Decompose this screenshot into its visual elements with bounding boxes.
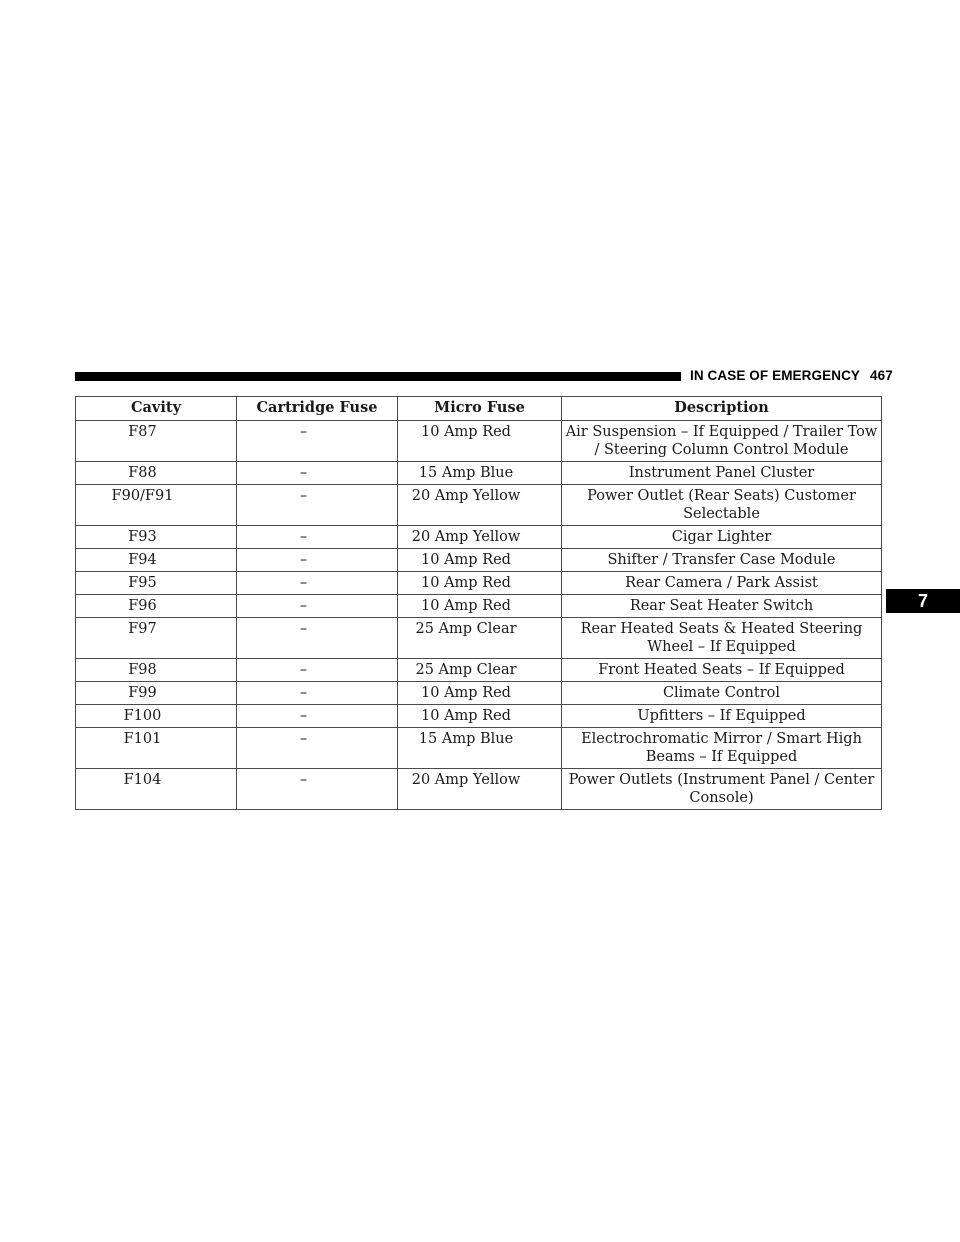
description-cell: Rear Heated Seats & Heated Steering Whee…: [561, 617, 882, 659]
cavity-cell: F98: [75, 658, 237, 682]
micro-fuse-cell: 25 Amp Clear: [397, 658, 562, 682]
cartridge-fuse-cell: –: [236, 617, 398, 659]
description-cell: Climate Control: [561, 681, 882, 705]
micro-fuse-cell: 20 Amp Yellow: [397, 525, 562, 549]
description-cell: Power Outlets (Instrument Panel / Center…: [561, 768, 882, 810]
micro-fuse-cell: 10 Amp Red: [397, 704, 562, 728]
description-cell: Rear Seat Heater Switch: [561, 594, 882, 618]
description-cell: Rear Camera / Park Assist: [561, 571, 882, 595]
cartridge-fuse-cell: –: [236, 658, 398, 682]
cavity-cell: F104: [75, 768, 237, 810]
cavity-cell: F88: [75, 461, 237, 485]
cartridge-fuse-cell: –: [236, 768, 398, 810]
cavity-cell: F97: [75, 617, 237, 659]
micro-fuse-cell: 10 Amp Red: [397, 681, 562, 705]
column-header-micro-fuse: Micro Fuse: [397, 396, 562, 421]
micro-fuse-cell: 10 Amp Red: [397, 571, 562, 595]
description-cell: Cigar Lighter: [561, 525, 882, 549]
micro-fuse-cell: 10 Amp Red: [397, 548, 562, 572]
cartridge-fuse-cell: –: [236, 525, 398, 549]
cartridge-fuse-cell: –: [236, 704, 398, 728]
cartridge-fuse-cell: –: [236, 727, 398, 769]
table-header-row: Cavity Cartridge Fuse Micro Fuse Descrip…: [75, 396, 882, 421]
fuse-table: Cavity Cartridge Fuse Micro Fuse Descrip…: [75, 396, 882, 810]
description-cell: Shifter / Transfer Case Module: [561, 548, 882, 572]
cartridge-fuse-cell: –: [236, 484, 398, 526]
column-header-cavity: Cavity: [75, 396, 237, 421]
description-cell: Electrochromatic Mirror / Smart High Bea…: [561, 727, 882, 769]
micro-fuse-cell: 10 Amp Red: [397, 594, 562, 618]
section-title: IN CASE OF EMERGENCY: [690, 368, 861, 383]
description-cell: Air Suspension – If Equipped / Trailer T…: [561, 420, 882, 462]
micro-fuse-cell: 20 Amp Yellow: [397, 768, 562, 810]
cavity-cell: F100: [75, 704, 237, 728]
cartridge-fuse-cell: –: [236, 681, 398, 705]
cartridge-fuse-cell: –: [236, 571, 398, 595]
cartridge-fuse-cell: –: [236, 548, 398, 572]
micro-fuse-cell: 25 Amp Clear: [397, 617, 562, 659]
micro-fuse-cell: 10 Amp Red: [397, 420, 562, 462]
description-cell: Front Heated Seats – If Equipped: [561, 658, 882, 682]
cartridge-fuse-cell: –: [236, 420, 398, 462]
micro-fuse-cell: 15 Amp Blue: [397, 727, 562, 769]
cavity-cell: F101: [75, 727, 237, 769]
micro-fuse-cell: 15 Amp Blue: [397, 461, 562, 485]
cavity-cell: F90/F91: [75, 484, 237, 526]
column-header-description: Description: [561, 396, 882, 421]
header-rule: [75, 372, 681, 381]
chapter-tab: 7: [886, 589, 960, 613]
running-header: IN CASE OF EMERGENCY 467: [690, 368, 893, 383]
page-number: 467: [870, 368, 893, 383]
cavity-cell: F94: [75, 548, 237, 572]
cartridge-fuse-cell: –: [236, 461, 398, 485]
description-cell: Power Outlet (Rear Seats) Customer Selec…: [561, 484, 882, 526]
cavity-cell: F93: [75, 525, 237, 549]
cavity-cell: F87: [75, 420, 237, 462]
cavity-cell: F99: [75, 681, 237, 705]
cavity-cell: F96: [75, 594, 237, 618]
description-cell: Upfitters – If Equipped: [561, 704, 882, 728]
cartridge-fuse-cell: –: [236, 594, 398, 618]
micro-fuse-cell: 20 Amp Yellow: [397, 484, 562, 526]
column-header-cartridge-fuse: Cartridge Fuse: [236, 396, 398, 421]
description-cell: Instrument Panel Cluster: [561, 461, 882, 485]
cavity-cell: F95: [75, 571, 237, 595]
